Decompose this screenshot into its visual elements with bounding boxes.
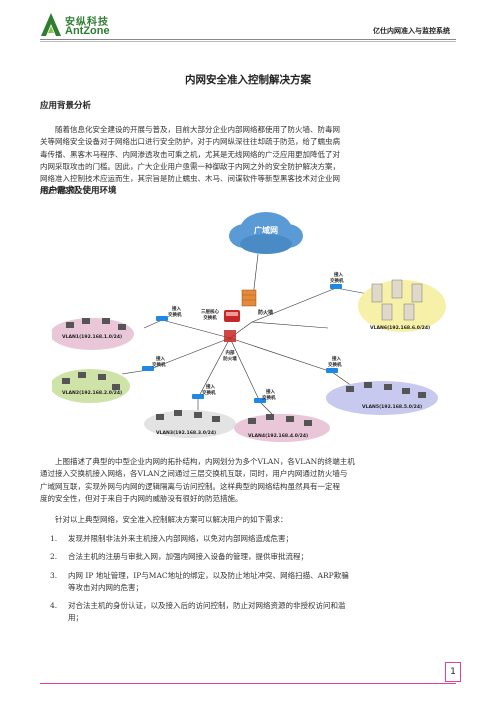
footer-divider: [40, 683, 456, 684]
firewall-label: 防火墙: [258, 309, 273, 316]
list-item: 3. 内网 IP 地址管理，IP与MAC地址的绑定，以及防止地址冲突、网络扫描、A…: [50, 570, 460, 595]
list-item-text: 对合法主机的身份认证，以及接入后的访问控制，防止对网络资源的非授权访问和滥: [68, 601, 346, 611]
svg-text:交换机: 交换机: [152, 361, 166, 368]
list-item-text: 发现并限制非法外来主机接入内部网络，以免对内部网络造成危害；: [68, 534, 293, 543]
paragraph-line: 内网采取攻击的门槛。因此，广大企业用户亟需一种御敌于内网之外的安全防护解决方案，: [40, 161, 340, 171]
svg-text:交换机: 交换机: [202, 389, 216, 396]
needs-list: 1. 发现并限制非法外来主机接入内部网络，以免对内部网络造成危害； 2. 合法主机的…: [50, 533, 460, 625]
header-divider: [40, 39, 456, 40]
svg-text:交换机: 交换机: [328, 361, 342, 368]
logo-english-text: AntZone: [65, 25, 110, 37]
vlan-labels: VLAN1(192.168.1.0/24) VLAN2(192.168.2.0/…: [62, 325, 430, 439]
svg-text:接入: 接入: [334, 271, 343, 278]
inner-firewall-label: 内部: [226, 349, 235, 356]
svg-text:接入: 接入: [266, 388, 275, 395]
paragraph-line: 度的安全性，但对于来自于内网的威胁没有很好的防范措施。: [40, 493, 243, 503]
vlan2-label: VLAN2(192.168.2.0/24): [62, 390, 122, 396]
header-product-name: 亿仕内网准入与监控系统: [373, 27, 450, 35]
server-icons: [371, 279, 423, 321]
paragraph-line: 毒传播、黑客木马程序、内网渗透攻击可乘之机，尤其是无线网络的广泛应用更加降低了对: [40, 149, 340, 159]
paragraph-line: 络造成危害。: [40, 186, 85, 196]
vlan4-label: VLAN4(192.168.4.0/24): [248, 433, 308, 439]
wan-cloud-label: 广域网: [254, 225, 278, 235]
background-paragraph: 随着信息化安全建设的开展与普及，目前大部分企业内部网络都使用了防火墙、防毒网 关…: [40, 124, 456, 198]
list-item-number: 1.: [50, 534, 58, 543]
svg-text:接入: 接入: [332, 355, 341, 362]
core-switch-icon: [224, 310, 240, 322]
svg-text:交换机: 交换机: [262, 394, 276, 401]
vlan1-label: VLAN1(192.168.1.0/24): [62, 334, 122, 340]
core-switch-label-1: 三层核心: [201, 308, 219, 315]
header-divider-thin: [40, 41, 456, 42]
paragraph-line: 随着信息化安全建设的开展与普及，目前大部分企业内部网络都使用了防火墙、防毒网: [55, 125, 340, 134]
list-item-text: 内网 IP 地址管理，IP与MAC地址的绑定，以及防止地址冲突、网络扫描、ARP…: [68, 570, 349, 580]
intro-line: 针对以上典型网络，安全准入控制解决方案可以解决用户的如下需求：: [40, 514, 456, 526]
core-switch-label-2: 交换机: [203, 314, 217, 321]
list-item: 2. 合法主机的注册与审批入网，加强内网接入设备的管理，提供审批流程；: [50, 551, 460, 563]
workstation-icons: [62, 318, 426, 426]
inner-firewall-icon: [224, 330, 236, 342]
svg-text:接入: 接入: [172, 305, 181, 312]
antzone-logo-icon: [41, 13, 61, 36]
paragraph-line: 关等网络安全设备对于网络出口进行安全防护，对于内网纵深往往却疏于防范，给了蠕虫病: [40, 137, 340, 147]
paragraph-line: 针对以上典型网络，安全准入控制解决方案可以解决用户的如下需求：: [55, 515, 288, 524]
access-switch-icons: [142, 284, 342, 403]
list-item: 1. 发现并限制非法外来主机接入内部网络，以免对内部网络造成危害；: [50, 533, 460, 545]
paragraph-line: 上图描述了典型的中型企业内网的拓扑结构，内网划分为多个VLAN，各VLAN的终端…: [55, 457, 355, 466]
access-switch-labels: 接入交换机 接入交换机 接入交换机 接入交换机 接入交换机 接入交换机: [152, 271, 344, 401]
section-heading-background: 应用背景分析: [40, 101, 92, 111]
company-logo: 安纵科技 AntZone: [40, 12, 120, 38]
paragraph-line: 网络准入控制技术应运而生，其宗旨是防止蠕虫、木马、间谍软件等新型黑客技术对企业网: [40, 174, 340, 184]
page-number: 1: [445, 662, 461, 682]
inner-firewall-label-2: 防火墙: [223, 355, 237, 362]
list-item-text-cont: 用；: [68, 613, 83, 623]
vlan5-label: VLAN5(192.168.5.0/24): [362, 404, 422, 410]
list-item-number: 4.: [50, 601, 58, 611]
vlan2-zone: [52, 369, 130, 403]
paragraph-line: 广域网互联，实现外网与内网的逻辑隔离与访问控制。这样典型的网络结构虽然具有一定程: [40, 481, 340, 491]
vlan6-label: VLAN6(192.168.6.0/24): [370, 325, 430, 331]
section-heading-needs: 用户需求及使用环境: [40, 186, 117, 196]
vlan3-label: VLAN3(192.168.3.0/24): [156, 430, 216, 436]
svg-text:接入: 接入: [206, 383, 215, 390]
firewall-icon: [241, 289, 257, 307]
svg-text:交换机: 交换机: [168, 311, 182, 318]
list-item-number: 3.: [50, 570, 58, 580]
document-title: 内网安全准入控制解决方案: [185, 74, 311, 86]
network-topology-diagram: 广域网 防火墙 三层核心 交换机 内部 防火墙: [52, 212, 446, 442]
svg-text:交换机: 交换机: [330, 277, 344, 284]
topology-description-paragraph: 上图描述了典型的中型企业内网的拓扑结构，内网划分为多个VLAN，各VLAN的终端…: [40, 456, 456, 505]
list-item-text-cont: 等攻击对内网的危害；: [68, 582, 143, 592]
logo-chinese-text: 安纵科技: [65, 17, 109, 28]
vlan1-zone: [52, 318, 134, 350]
list-item: 4.对合法主机的身份认证，以及接入后的访问控制，防止对网络资源的非授权访问和滥 …: [50, 600, 460, 625]
list-item-text: 合法主机的注册与审批入网，加强内网接入设备的管理，提供审批流程；: [68, 552, 308, 562]
list-item-number: 2.: [50, 552, 58, 562]
svg-text:接入: 接入: [156, 355, 165, 362]
paragraph-line: 通过接入交换机接入网络，各VLAN之间通过三层交换机互联，同时，用户内网通过防火…: [40, 469, 348, 479]
wan-cloud-icon: [229, 212, 303, 254]
